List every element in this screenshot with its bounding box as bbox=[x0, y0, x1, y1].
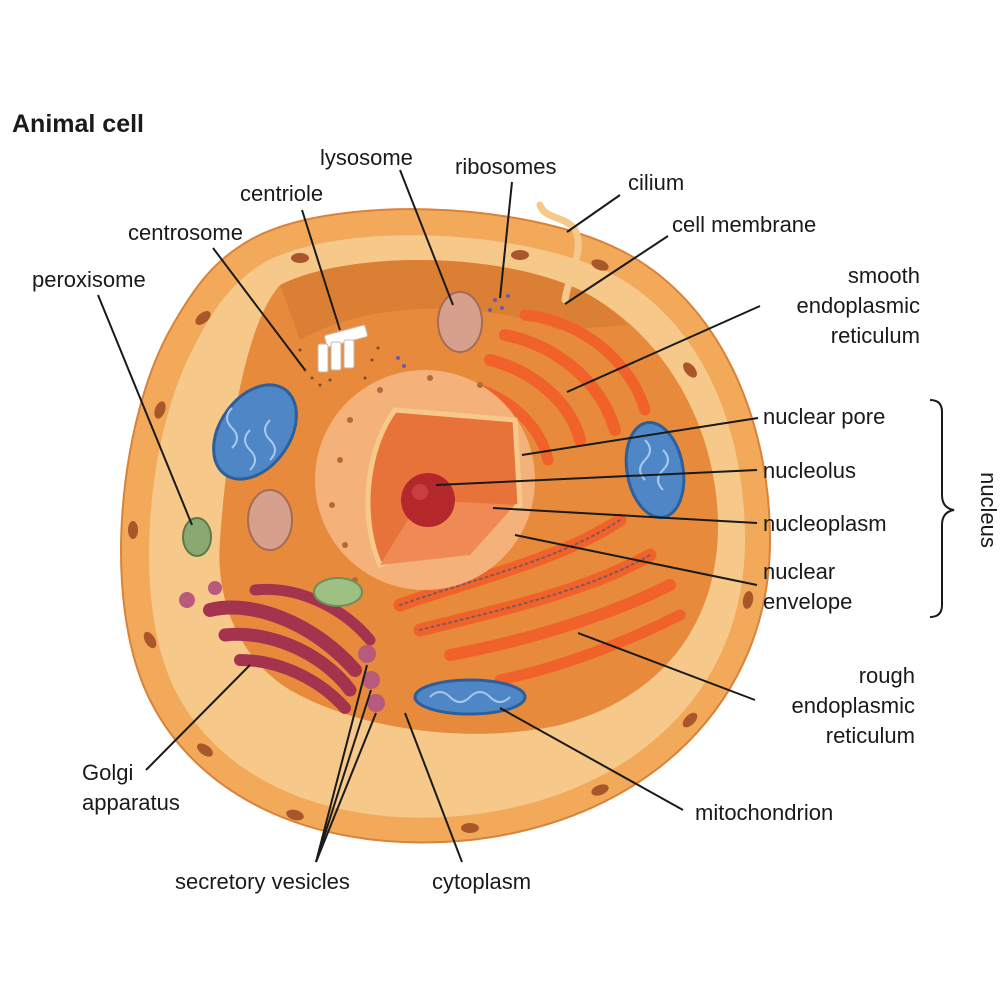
label-cilium: cilium bbox=[628, 170, 684, 195]
label-lysosome: lysosome bbox=[320, 145, 413, 170]
label-secretory-vesicles: secretory vesicles bbox=[175, 869, 350, 894]
peroxisome-shape bbox=[183, 518, 211, 556]
label-nuclear-envelope-2: envelope bbox=[763, 589, 852, 614]
label-centriole: centriole bbox=[240, 181, 323, 206]
label-nucleus: nucleus bbox=[976, 472, 1000, 548]
vacuole-shape bbox=[314, 578, 362, 606]
diagram-title: Animal cell bbox=[12, 110, 144, 138]
label-centrosome: centrosome bbox=[128, 220, 243, 245]
label-golgi-1: Golgi bbox=[82, 760, 133, 785]
label-nuclear-envelope-1: nuclear bbox=[763, 559, 835, 584]
nucleolus-shape bbox=[401, 473, 455, 527]
label-peroxisome: peroxisome bbox=[32, 267, 146, 292]
nucleolus-highlight bbox=[412, 484, 428, 500]
lysosome-shape-2 bbox=[248, 490, 292, 550]
label-nuclear-pore: nuclear pore bbox=[763, 404, 885, 429]
label-cytoplasm: cytoplasm bbox=[432, 869, 531, 894]
label-smooth-er-1: smooth bbox=[848, 263, 920, 288]
label-rough-er-2: endoplasmic bbox=[791, 693, 915, 718]
label-nucleolus: nucleolus bbox=[763, 458, 856, 483]
label-cell-membrane: cell membrane bbox=[672, 212, 816, 237]
label-ribosomes: ribosomes bbox=[455, 154, 556, 179]
label-smooth-er-2: endoplasmic bbox=[796, 293, 920, 318]
label-rough-er-3: reticulum bbox=[826, 723, 915, 748]
label-golgi-2: apparatus bbox=[82, 790, 180, 815]
label-rough-er-1: rough bbox=[859, 663, 915, 688]
lysosome-shape bbox=[438, 292, 482, 352]
label-nucleoplasm: nucleoplasm bbox=[763, 511, 887, 536]
label-smooth-er-3: reticulum bbox=[831, 323, 920, 348]
label-mitochondrion: mitochondrion bbox=[695, 800, 833, 825]
cell-illustration bbox=[121, 205, 770, 842]
